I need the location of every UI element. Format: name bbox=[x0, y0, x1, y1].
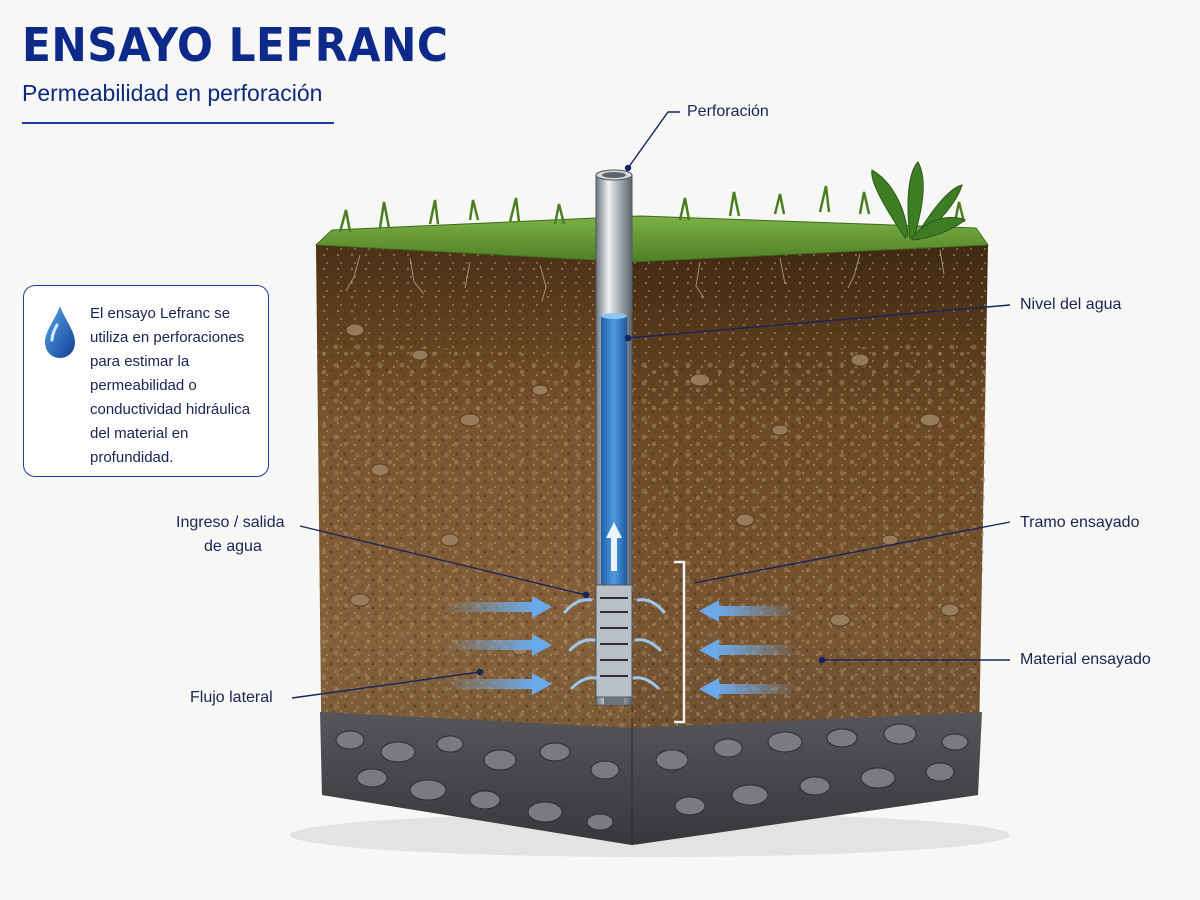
leader-lines bbox=[291, 111, 1011, 699]
lateral-flow-arrows-right bbox=[699, 600, 798, 700]
water-up-arrow bbox=[606, 522, 622, 571]
leader-nivel-agua bbox=[627, 304, 1011, 339]
grass-surface bbox=[314, 185, 989, 263]
info-text: El ensayo Lefranc se utiliza en perforac… bbox=[90, 305, 251, 466]
lateral-flow-arrows-left bbox=[445, 596, 552, 695]
page-title: ENSAYO LEFRANC bbox=[22, 18, 449, 72]
fern-plant bbox=[871, 161, 966, 241]
leader-ingreso bbox=[299, 525, 587, 596]
gravel-layer bbox=[335, 723, 969, 831]
title-divider bbox=[22, 122, 334, 124]
page-subtitle: Permeabilidad en perforación bbox=[22, 80, 323, 106]
slotted-screen bbox=[595, 584, 633, 705]
label-material-ensayado: Material ensayado bbox=[1020, 651, 1151, 668]
label-perforacion: Perforación bbox=[687, 103, 769, 120]
label-nivel-agua: Nivel del agua bbox=[1020, 296, 1122, 313]
water-drop-icon bbox=[45, 306, 75, 358]
tested-section-bracket bbox=[674, 560, 686, 724]
leader-tramo bbox=[693, 521, 1011, 584]
grass-roots bbox=[345, 249, 945, 302]
label-flujo-lateral: Flujo lateral bbox=[190, 689, 273, 706]
label-ingreso-line1: Ingreso / salida bbox=[176, 514, 285, 531]
leader-flujo bbox=[291, 671, 481, 699]
label-ingreso-line2: de agua bbox=[204, 538, 262, 555]
leader-perforacion bbox=[627, 111, 680, 169]
soil-front-face bbox=[316, 245, 632, 845]
soil-pebbles bbox=[345, 323, 960, 656]
info-box: El ensayo Lefranc se utiliza en perforac… bbox=[23, 285, 269, 477]
exchange-arrows bbox=[563, 598, 666, 690]
label-tramo-ensayado: Tramo ensayado bbox=[1020, 514, 1140, 531]
